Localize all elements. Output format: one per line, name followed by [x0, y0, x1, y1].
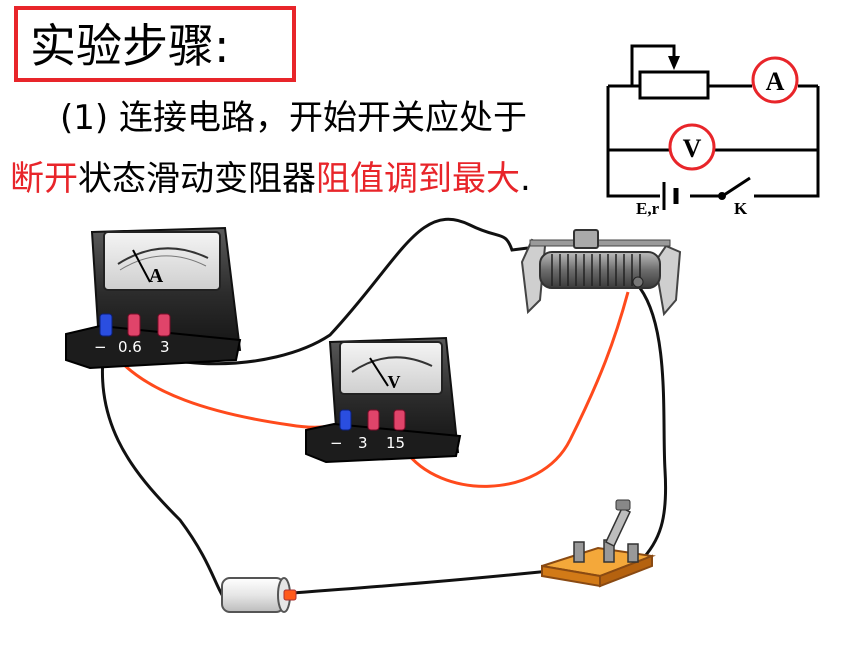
- rheostat-rail: [529, 239, 671, 247]
- ammeter-terminal-0-6: [127, 313, 141, 337]
- voltmeter-terminal-label-minus: −: [330, 434, 343, 452]
- switch-label: K: [734, 199, 748, 218]
- voltmeter-symbol: V: [668, 123, 716, 171]
- title-box: 实验步骤:: [14, 6, 296, 82]
- step-text-2: 状态滑动变阻器: [78, 159, 316, 199]
- battery-cell-device: [221, 577, 297, 613]
- switch-symbol: [718, 176, 751, 200]
- voltmeter-terminal-label-15: 15: [386, 434, 405, 452]
- rheostat-device: [520, 229, 682, 317]
- switch-blade: [605, 506, 631, 548]
- rheostat-slider: [573, 229, 599, 249]
- voltmeter-terminal-3: [367, 409, 380, 431]
- switch-handle: [615, 499, 631, 511]
- highlight-max-resistance: 阻值调到最大: [316, 159, 520, 199]
- ammeter-needle: [132, 249, 151, 283]
- ammeter-terminal-label-0-6: 0.6: [118, 338, 142, 356]
- step-text-1: 连接电路，开始开关应处于: [118, 98, 527, 138]
- voltmeter-device: V − 3 15: [305, 336, 462, 464]
- step-line-2: 断开状态滑动变阻器阻值调到最大.: [10, 157, 531, 201]
- page-title: 实验步骤:: [30, 20, 230, 72]
- ammeter-symbol: A: [751, 56, 799, 104]
- voltmeter-dial: [339, 341, 443, 395]
- battery-positive-terminal: [283, 589, 297, 601]
- source-label: E,r: [636, 199, 660, 218]
- ammeter-terminal-label-minus: −: [94, 338, 107, 356]
- battery-symbol: [662, 182, 679, 210]
- ammeter-device: A − 0.6 3: [65, 226, 242, 370]
- ammeter-terminal-minus: [99, 313, 113, 337]
- voltmeter-symbol-label: V: [683, 134, 702, 163]
- title-colon: :: [214, 19, 230, 73]
- ammeter-dial-letter: A: [149, 265, 164, 287]
- title-text: 实验步骤: [30, 19, 214, 73]
- wires-black: [100, 217, 668, 599]
- voltmeter-dial-letter: V: [388, 372, 401, 392]
- highlight-open: 断开: [10, 159, 78, 199]
- voltmeter-terminal-label-3: 3: [358, 434, 368, 452]
- ammeter-dial: [103, 231, 221, 291]
- step-line-1: (1) 连接电路，开始开关应处于: [60, 96, 527, 140]
- voltmeter-needle: [369, 357, 389, 387]
- ammeter-terminal-3: [157, 313, 171, 337]
- voltmeter-terminal-minus: [339, 409, 352, 431]
- switch-device: [541, 499, 656, 588]
- ammeter-terminal-label-3: 3: [160, 338, 170, 356]
- voltmeter-terminal-15: [393, 409, 406, 431]
- rheostat-symbol: [638, 56, 710, 100]
- ammeter-symbol-label: A: [766, 67, 785, 96]
- step-number: (1): [60, 98, 109, 138]
- circuit-schematic: [606, 44, 820, 198]
- step-period: .: [520, 159, 531, 199]
